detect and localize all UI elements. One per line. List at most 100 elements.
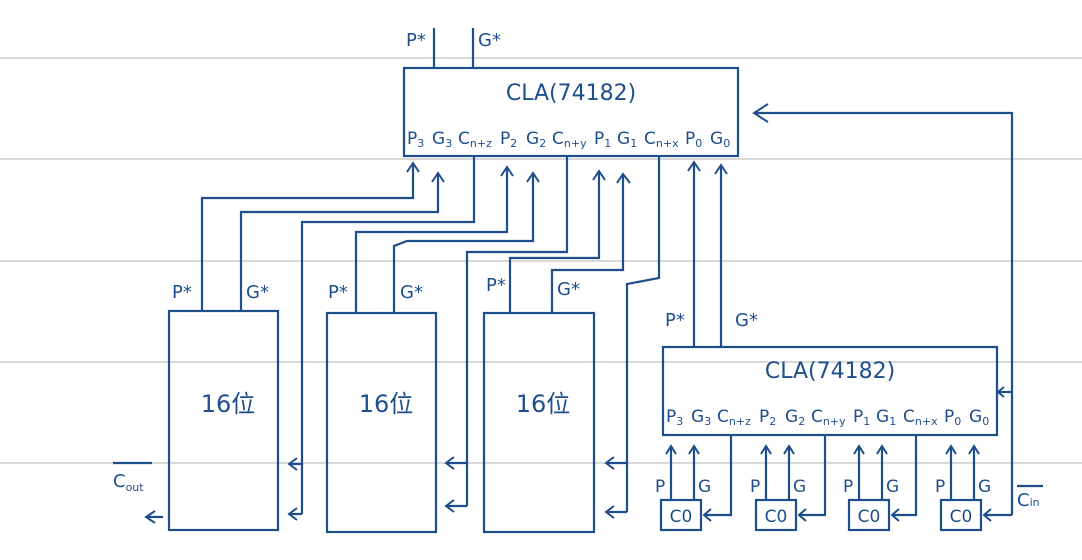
bottom-cla-pins: P3 G3 Cn+z P2 G2 Cn+y P1 G1 Cn+x P0 G0 bbox=[666, 407, 989, 428]
block-1-g-label: G* bbox=[246, 282, 269, 303]
wire-cnx-to-block3 bbox=[625, 156, 661, 512]
block-1-p-label: P* bbox=[172, 282, 192, 303]
arrow-left-icon bbox=[982, 508, 992, 522]
block-1-label: 16位 bbox=[201, 390, 256, 418]
top-p-star-label: P* bbox=[406, 30, 426, 51]
bottom-cla-pin-cnz: Cn+z bbox=[717, 407, 751, 428]
arrow-left-icon bbox=[890, 508, 900, 522]
bottom-cla-title: CLA(74182) bbox=[765, 359, 895, 384]
bottom-cla-pin-p3: P3 bbox=[666, 407, 683, 428]
small-unit-box bbox=[939, 498, 983, 532]
arrow-up-icon bbox=[876, 444, 888, 455]
small-unit-carry-wire bbox=[893, 435, 918, 517]
small-unit-g-label: G bbox=[698, 477, 711, 497]
arrow-up-icon bbox=[687, 160, 701, 172]
arrow-up-icon bbox=[500, 165, 514, 177]
bottom-cla-pin-g3: G3 bbox=[691, 407, 711, 428]
top-cla-pin-cnz: Cn+z bbox=[458, 129, 492, 150]
block-1-box bbox=[167, 309, 280, 532]
top-cla-pin-p1: P1 bbox=[594, 129, 611, 150]
wire-block3-g-to-g1 bbox=[550, 175, 625, 313]
block-3-box bbox=[482, 311, 596, 534]
small-unit-box bbox=[659, 498, 703, 532]
small-unit-g-label: G bbox=[793, 477, 806, 497]
arrow-up-icon bbox=[688, 444, 700, 455]
arrow-left-icon bbox=[702, 508, 712, 522]
small-unit-carry-wire bbox=[705, 435, 733, 517]
top-cla-pin-cnx: Cn+x bbox=[644, 129, 679, 150]
wire-block2-p-to-p2 bbox=[354, 168, 509, 313]
arrow-up-icon bbox=[526, 171, 540, 183]
arrow-up-icon bbox=[592, 169, 606, 181]
wire-block2-g-to-g2 bbox=[392, 174, 535, 313]
bottom-cla-pin-g0: G0 bbox=[969, 407, 989, 428]
small-unit-g-label: G bbox=[886, 477, 899, 497]
bottom-cla-pin-g1: G1 bbox=[876, 407, 896, 428]
small-unit-label: C0 bbox=[950, 507, 973, 527]
bottom-cla-pin-p1: P1 bbox=[853, 407, 870, 428]
wire-cin-to-top-cla bbox=[754, 111, 1014, 515]
carry-out: Cout bbox=[113, 461, 163, 524]
small-unit-carry-wire bbox=[800, 435, 827, 517]
bottom-cla-pin-cny: Cn+y bbox=[811, 407, 846, 428]
small-unit-label: C0 bbox=[858, 507, 881, 527]
small-unit-label: C0 bbox=[670, 507, 693, 527]
bottom-cla-pin-cnx: Cn+x bbox=[903, 407, 938, 428]
small-unit-p-label: P bbox=[935, 477, 945, 497]
carry-in-label: Cin bbox=[1017, 490, 1040, 511]
upper-wiring: P* G* bbox=[200, 103, 1014, 521]
block-2-label: 16位 bbox=[359, 390, 414, 418]
arrow-up-icon bbox=[665, 444, 677, 455]
bottom-cla-box bbox=[661, 345, 999, 437]
top-g-star-label: G* bbox=[478, 30, 501, 51]
top-cla-pin-cny: Cn+y bbox=[552, 129, 587, 150]
arrow-up-icon bbox=[760, 444, 772, 455]
wire-cnz-to-block1 bbox=[300, 156, 476, 514]
arrow-left-icon bbox=[797, 508, 807, 522]
top-cla-pin-p0: P0 bbox=[685, 129, 702, 150]
wire-block1-p-to-p3 bbox=[200, 164, 415, 311]
carry-out-label: Cout bbox=[113, 471, 144, 494]
top-cla-pin-g0: G0 bbox=[710, 129, 730, 150]
block-2-g-label: G* bbox=[400, 282, 423, 303]
arrow-up-icon bbox=[968, 444, 980, 455]
small-unit-p-label: P bbox=[843, 477, 853, 497]
top-cla-pin-g1: G1 bbox=[617, 129, 637, 150]
arrow-up-icon bbox=[853, 444, 865, 455]
bottom-cla: CLA(74182) P3 G3 Cn+z P2 G2 Cn+y P1 G1 Cn+x P0 G0 bbox=[661, 345, 999, 437]
block-3: 16位 P* G* bbox=[482, 275, 596, 534]
arrow-up-icon bbox=[431, 171, 445, 183]
arrow-up-icon bbox=[406, 161, 420, 173]
notebook-rules bbox=[0, 57, 1082, 464]
block-2: 16位 P* G* bbox=[325, 282, 438, 534]
wire-block3-p-to-p1 bbox=[508, 172, 601, 313]
top-cla-pin-g3: G3 bbox=[432, 129, 452, 150]
small-unit-label: C0 bbox=[765, 507, 788, 527]
arrow-up-icon bbox=[783, 444, 795, 455]
arrow-up-icon bbox=[945, 444, 957, 455]
top-cla-pin-g2: G2 bbox=[526, 129, 546, 150]
bottom-cla-g-star-label: G* bbox=[735, 310, 758, 331]
arrow-up-icon bbox=[616, 172, 631, 184]
bottom-cla-pin-p2: P2 bbox=[759, 407, 776, 428]
bottom-cla-pin-p0: P0 bbox=[944, 407, 961, 428]
small-unit-box bbox=[847, 498, 891, 532]
wire-block1-g-to-g3 bbox=[239, 174, 440, 311]
small-unit-g-label: G bbox=[978, 477, 991, 497]
block-1: 16位 P* G* bbox=[167, 282, 280, 532]
small-unit-4: C0P G bbox=[935, 444, 1012, 532]
top-cla-title: CLA(74182) bbox=[506, 81, 636, 106]
block-2-p-label: P* bbox=[328, 282, 348, 303]
block-3-label: 16位 bbox=[516, 390, 571, 418]
bottom-cla-p-star-label: P* bbox=[665, 310, 685, 331]
bottom-cla-pin-g2: G2 bbox=[785, 407, 805, 428]
top-cla-pin-p3: P3 bbox=[407, 129, 424, 150]
top-cla-pin-p2: P2 bbox=[500, 129, 517, 150]
top-cla-pins: P3 G3 Cn+z P2 G2 Cn+y P1 G1 Cn+x P0 G0 bbox=[407, 129, 730, 150]
top-cla-box bbox=[402, 66, 740, 158]
